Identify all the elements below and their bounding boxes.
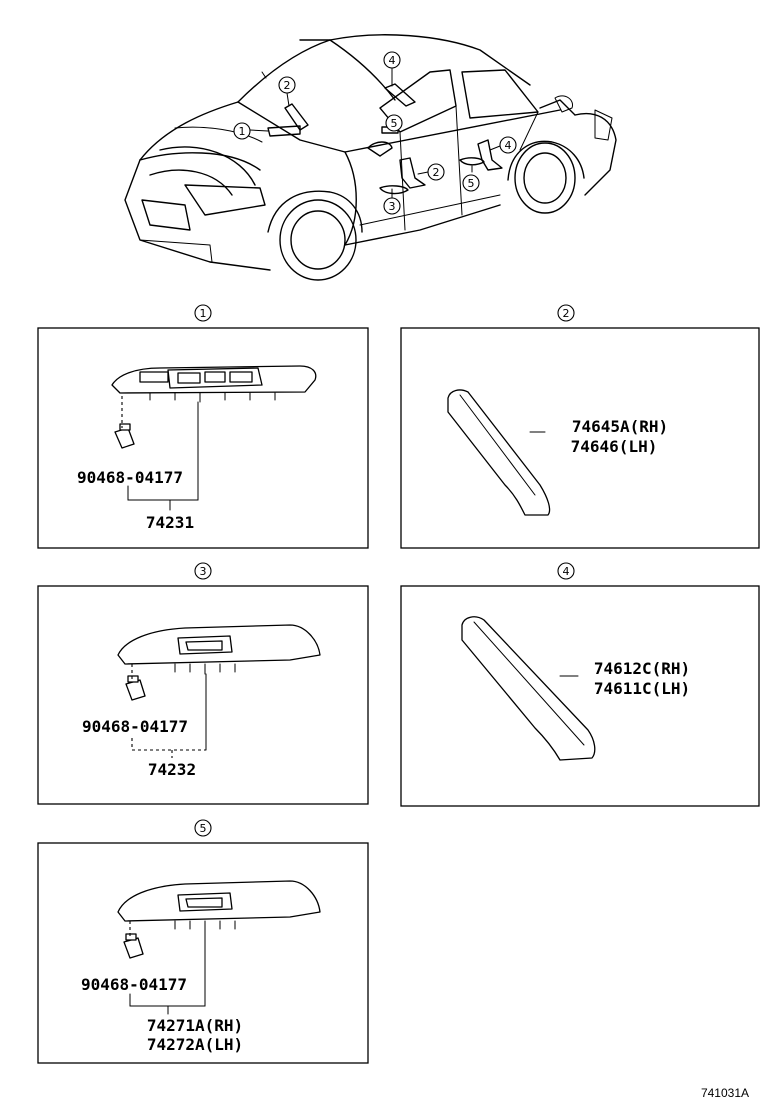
car-callout-4b: 4 (505, 139, 512, 152)
drawing-code: 741031A (701, 1086, 749, 1100)
panel-5-number: 5 (200, 822, 207, 835)
panel-2-part-number-rh: 74645A(RH) (572, 417, 668, 436)
panel-2-part-number-lh: 74646(LH) (571, 437, 658, 456)
car-callout-1: 1 (239, 125, 246, 138)
panel-3-number: 3 (200, 565, 207, 578)
panel-5: 5 90468-04177 74271A(RH) 74272A(LH) (37, 819, 369, 1064)
panel-4-part-number-rh: 74612C(RH) (594, 659, 690, 678)
panel-2-number: 2 (563, 307, 570, 320)
panel-4: 4 74612C(RH) 74611C(LH) (400, 562, 760, 807)
car-illustration (124, 34, 617, 281)
panel-4-number: 4 (563, 565, 570, 578)
car-callout-2b: 2 (433, 166, 440, 179)
car-callout-3: 3 (389, 200, 396, 213)
panel-3-part-number: 74232 (148, 760, 196, 779)
panel-3-screw-part-number: 90468-04177 (82, 717, 188, 736)
panel-4-part-number-lh: 74611C(LH) (594, 679, 690, 698)
panel-5-part-number-lh: 74272A(LH) (147, 1035, 243, 1054)
panel-1-screw-part-number: 90468-04177 (77, 468, 183, 487)
panel-1: 1 90468-04177 74231 (37, 304, 369, 549)
car-callout-5: 5 (391, 117, 398, 130)
panel-2: 2 74645A(RH) 74646(LH) (400, 304, 760, 549)
panel-1-part-number: 74231 (146, 513, 194, 532)
panel-3: 3 90468-04177 74232 (37, 562, 369, 805)
panel-5-part-number-rh: 74271A(RH) (147, 1016, 243, 1035)
car-callout-2: 2 (284, 79, 291, 92)
car-callout-5b: 5 (468, 177, 475, 190)
panel-5-screw-part-number: 90468-04177 (81, 975, 187, 994)
panel-1-number: 1 (200, 307, 207, 320)
car-callout-4: 4 (389, 54, 396, 67)
car-callout-leaders (249, 67, 501, 199)
car-callouts: 1 2 3 4 5 2 4 5 (233, 51, 517, 215)
